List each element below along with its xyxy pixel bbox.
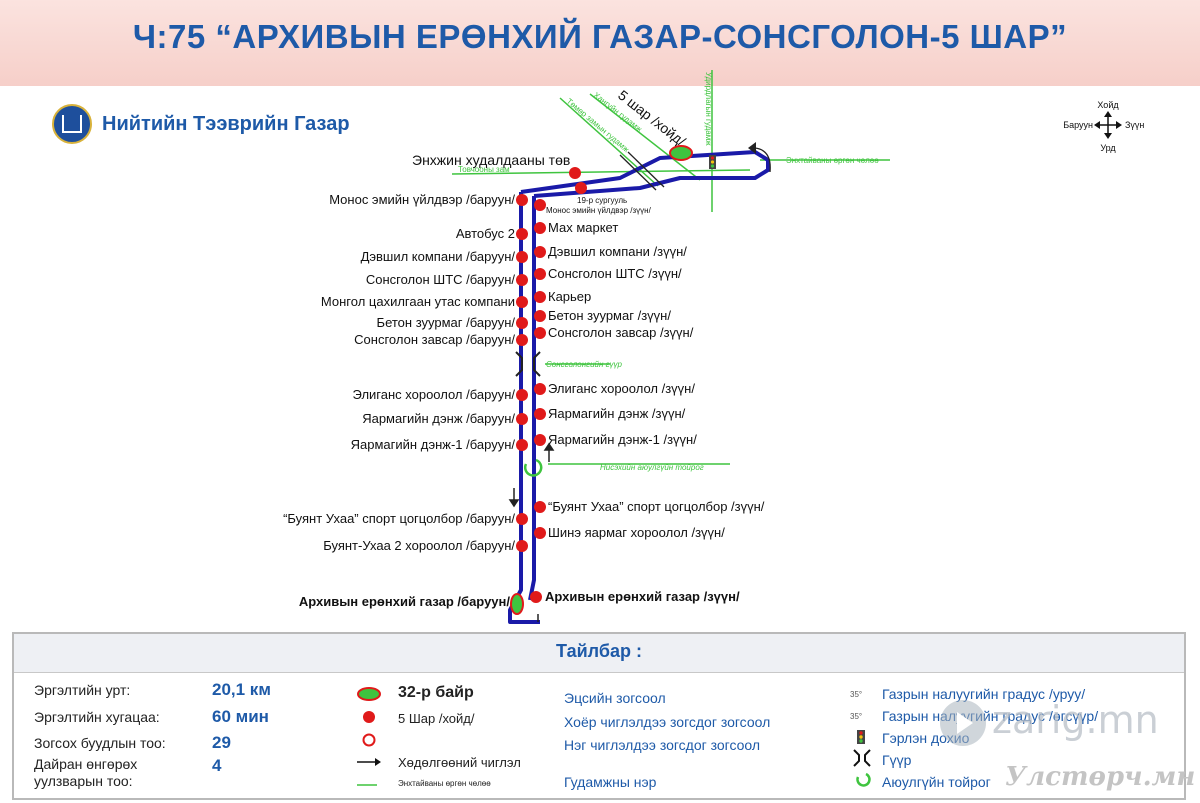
stop-west-label: Сонсголон завсар /баруун/ [354, 332, 515, 347]
legend-street-line: Энхтайваны өргөн чөлөө [398, 779, 491, 788]
hollow-stop-legend-icon [362, 733, 376, 747]
watermark-uls: Улстөрч.мн [1005, 762, 1196, 792]
route-east [528, 196, 536, 601]
compass-west: Баруун [1063, 120, 1093, 130]
legend-header: Тайлбар : [14, 634, 1184, 673]
legend-symbols [357, 687, 381, 786]
stops-west-dots [516, 194, 528, 552]
stop-east-label: “Буянт Ухаа” спорт цогцолбор /зүүн/ [548, 499, 765, 514]
legend-right-icons [853, 730, 871, 787]
stop-west-label: Сонсголон ШТС /баруун/ [366, 272, 516, 287]
stat-length-value: 20,1 км [212, 680, 271, 699]
stop-west-label-terminal: Архивын ерөнхий газар /баруун/ [299, 594, 511, 609]
stop-east-label: Сонсголон ШТС /зүүн/ [548, 266, 682, 281]
play-watermark-icon [940, 700, 986, 746]
street-label-tomor: Төмөр замын гудамж [565, 97, 631, 155]
stat-duration-label: Эргэлтийн хугацаа: [34, 709, 160, 725]
stop-west-label: Яармагийн дэнж /баруун/ [362, 411, 515, 426]
stop-east-label: Яармагийн дэнж-1 /зүүн/ [548, 432, 697, 447]
stops-east-labels: Мах маркет Дэвшил компани /зүүн/ Сонсгол… [545, 220, 765, 604]
stat-stops-label: Зогсох буудлын тоо: [34, 735, 166, 751]
street-label-songolon: Сонсголонгийн гүүр [546, 360, 623, 369]
legend-title: Тайлбар : [556, 641, 642, 661]
bridge-legend-icon [853, 749, 871, 767]
compass-south: Урд [1100, 143, 1116, 153]
stop-east-label: Шинэ яармаг хороолол /зүүн/ [548, 525, 725, 540]
red-stop-legend-icon [363, 711, 375, 723]
legend-roundabout: Аюулгүйн тойрог [882, 774, 991, 790]
stop-east-label: Яармагийн дэнж /зүүн/ [548, 406, 686, 421]
stop-east-label: Дэвшил компани /зүүн/ [548, 244, 687, 259]
stat-intersections-label: Дайран өнгөрөх уулзварын тоо: [34, 756, 138, 789]
roundabout-icon [523, 458, 543, 477]
stat-intersections-value: 4 [212, 756, 222, 775]
route-west [508, 192, 540, 624]
street-tovchoon [451, 169, 751, 175]
page-title: Ч:75 “АРХИВЫН ЕРӨНХИЙ ГАЗАР-СОНСГОЛОН-5 … [132, 18, 1068, 55]
stop-west-label: Элиганс хороолол /баруун/ [353, 387, 516, 402]
slope-up-sign: 35° [850, 690, 863, 699]
org-logo [52, 104, 92, 144]
compass-east: Зүүн [1125, 120, 1144, 130]
street-label-tovchoon: Товчооны зам [458, 165, 510, 174]
loop-arrow [754, 147, 771, 173]
street-label-enkhtaivan: Энхтайваны өргөн чөлөө [786, 156, 879, 165]
stop-west-label: Яармагийн дэнж-1 /баруун/ [351, 437, 516, 452]
garage-bottom [510, 593, 524, 615]
legend-street-name: Гудамжны нэр [564, 774, 657, 790]
compass-north: Хойд [1097, 100, 1119, 110]
stop-east-label: Карьер [548, 289, 591, 304]
stop-west-label: Монос эмийн үйлдвэр /баруун/ [329, 192, 515, 207]
route-map: Товчооны зам Төмөр замын гудамж Хангуйн … [283, 70, 1144, 624]
direction-arrows [508, 442, 555, 622]
stop-east-label: Сонсголон завсар /зүүн/ [548, 325, 694, 340]
loop-arrowhead [748, 142, 756, 154]
stop-west-label: Бетон зуурмаг /баруун/ [377, 315, 516, 330]
title-banner: Ч:75 “АРХИВЫН ЕРӨНХИЙ ГАЗАР-СОНСГОЛОН-5 … [0, 0, 1200, 86]
street-tomor [559, 97, 659, 187]
legend-red-stop: 5 Шар /хойд/ [398, 711, 475, 726]
legend-one-way: Нэг чиглэлдээ зогсдог зогсоол [564, 737, 761, 753]
stops-east-dots [530, 199, 546, 603]
roundabout-legend-icon [856, 772, 871, 787]
watermark-zarig: zarig.mn [992, 698, 1159, 742]
legend-slope-down: Газрын налуугийн градус /өгсүүр/ [882, 708, 1099, 724]
organization-name: Нийтийн Тээврийн Газар [102, 113, 350, 135]
label-school19: 19-р сургууль [577, 196, 627, 205]
stat-stops-value: 29 [212, 733, 231, 752]
stop-west-label: Дэвшил компани /баруун/ [361, 249, 516, 264]
stop-east-label-terminal: Архивын ерөнхий газар /зүүн/ [545, 589, 740, 604]
legend-direction: Хөдөлгөөний чиглэл [398, 755, 521, 770]
garage-top [669, 145, 693, 161]
legend-slope-up: Газрын налуугийн градус /уруу/ [882, 686, 1086, 702]
stops-west-labels: Монос эмийн үйлдвэр /баруун/ Автобус 2 Д… [283, 192, 515, 609]
garage-legend-icon [357, 687, 381, 701]
street-label-nisekh: Нисэхийн аюулгүйн тойрог [600, 463, 704, 472]
stop-school19 [575, 182, 587, 194]
legend-two-way: Хоёр чиглэлдээ зогсдог зогсоол [564, 714, 771, 730]
street-khangui [589, 93, 701, 181]
label-enkhjin: Энхжин худалдааны төв [412, 152, 570, 168]
stop-east-label: Элиганс хороолол /зүүн/ [548, 381, 695, 396]
stop-west-label: Автобус 2 [456, 226, 515, 241]
stat-duration-value: 60 мин [212, 707, 269, 726]
slope-down-sign: 35° [850, 712, 863, 721]
stat-length-label: Эргэлтийн урт: [34, 682, 131, 698]
legend-garage: 32-р байр [398, 684, 474, 701]
legend-terminal: Эцсийн зогсоол [564, 690, 666, 706]
street-lines [451, 70, 890, 465]
compass-icon: Хойд Урд Баруун Зүүн [1063, 100, 1144, 153]
stop-east-label: Мах маркет [548, 220, 618, 235]
bridge-icon [515, 351, 541, 377]
label-monos-east: Монос эмийн үйлдвэр /зүүн/ [546, 206, 652, 215]
stop-west-label: Буянт-Ухаа 2 хороолол /баруун/ [323, 538, 515, 553]
stop-enkhjin [569, 167, 581, 179]
stop-east-label: Бетон зуурмаг /зүүн/ [548, 308, 671, 323]
stop-west-label: Монгол цахилгаан утас компани [321, 294, 515, 309]
legend-bridge: Гүүр [882, 752, 912, 768]
street-label-udirdah: Удирдлагын гудамж [704, 72, 713, 146]
stop-west-label: “Буянт Ухаа” спорт цогцолбор /баруун/ [283, 511, 515, 526]
